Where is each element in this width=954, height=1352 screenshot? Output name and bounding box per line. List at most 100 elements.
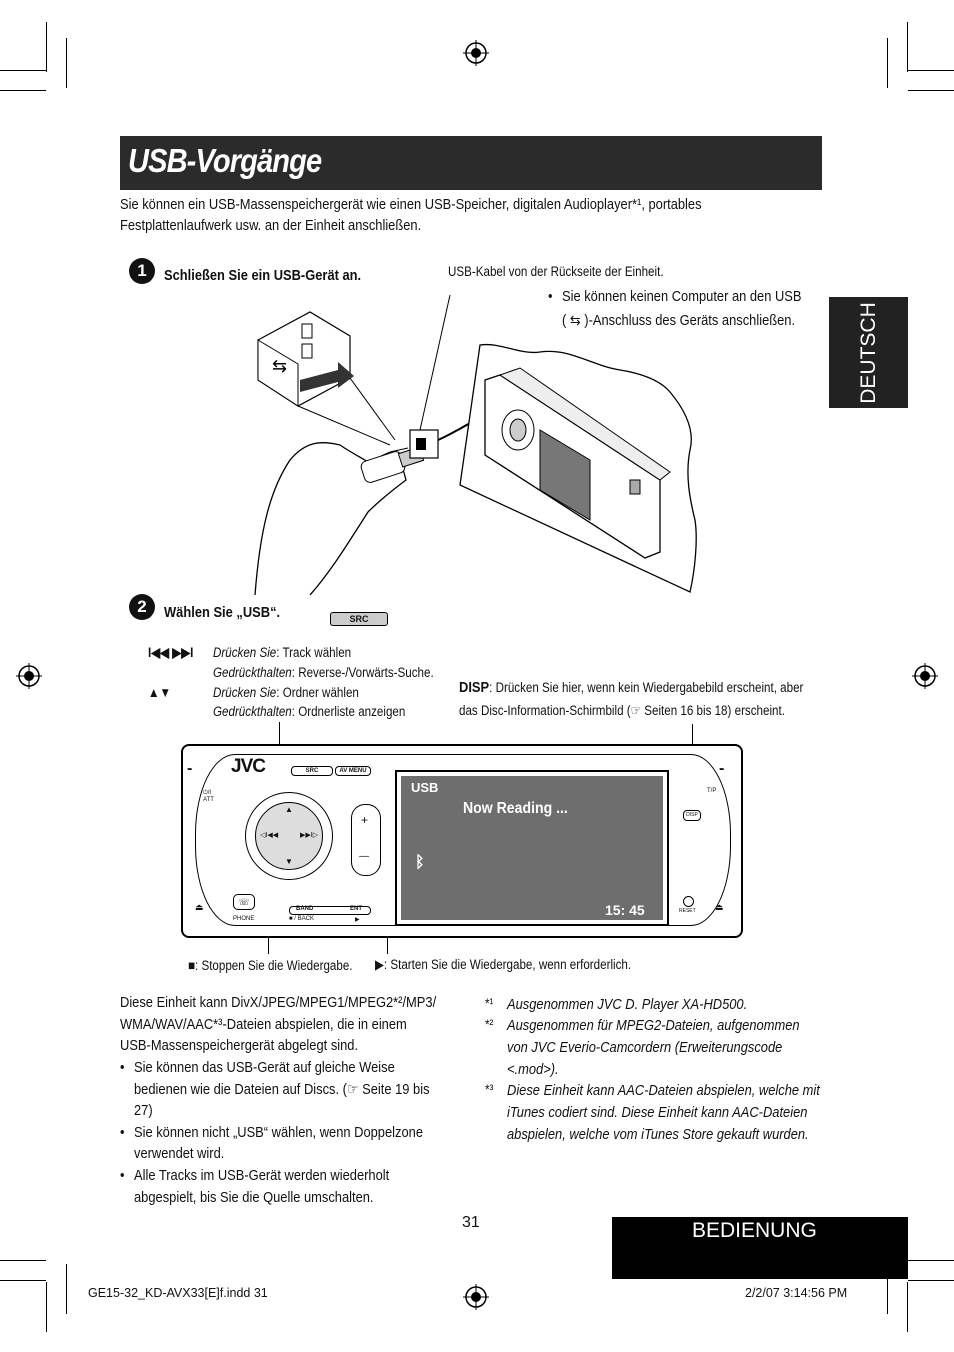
display-screen: USB Now Reading ... ᛒ 15: 45: [401, 776, 663, 920]
down-arrow-icon[interactable]: ▼: [285, 857, 293, 866]
crop-mark: [887, 38, 888, 88]
footnote-text: <.mod>).: [507, 1061, 559, 1078]
page-number: 31: [462, 1214, 480, 1231]
band-ent-button[interactable]: BAND ENT: [289, 906, 371, 915]
footnote-marker: *²: [485, 1017, 494, 1032]
volume-up-button[interactable]: +: [361, 813, 369, 827]
crop-mark: [908, 1280, 954, 1281]
footnote-text: Ausgenommen JVC D. Player XA-HD500.: [507, 996, 748, 1013]
brand-logo: JVC: [231, 756, 266, 777]
bluetooth-icon: ᛒ: [415, 854, 425, 871]
body-bullet-line: abgespielt, bis Sie die Quelle umschalte…: [134, 1189, 374, 1206]
open-button-icon[interactable]: ⏏: [715, 902, 724, 912]
phone-button-icon[interactable]: ☏: [233, 894, 255, 910]
footnote-marker: *³: [485, 1082, 494, 1097]
usb-note-line: ( ⇆ )-Anschluss des Geräts anschließen.: [562, 312, 796, 329]
previous-track-icon[interactable]: ◁I◀◀: [260, 832, 279, 839]
disp-note-text: : Drücken Sie hier, wenn kein Wiedergabe…: [489, 680, 804, 695]
now-reading-text: Now Reading ...: [463, 800, 568, 817]
bullet-dot: •: [120, 1167, 125, 1184]
usb-connection-illustration: ⇆: [254, 294, 697, 595]
band-label: BAND: [296, 906, 314, 912]
folder-press-label: Drücken Sie: [213, 685, 277, 700]
volume-down-button[interactable]: —: [359, 851, 369, 862]
volume-rocker[interactable]: + —: [351, 804, 381, 876]
section-label: BEDIENUNG: [692, 1219, 817, 1242]
av-menu-button[interactable]: AV MENU: [335, 766, 371, 776]
head-unit-faceplate: - - JVC SRC AV MENU ⏻/I ATT ▲ ▼ ◁I◀◀ ▶▶I…: [181, 744, 743, 938]
crop-mark: [887, 1264, 888, 1314]
stop-caption: ■: Stoppen Sie die Wiedergabe.: [188, 958, 353, 973]
disp-button[interactable]: DISP: [683, 810, 701, 821]
folder-press-line: Drücken Sie: Ordner wählen: [213, 683, 359, 703]
track-hold-line: Gedrückthalten: Reverse-/Vorwärts-Suche.: [213, 663, 434, 683]
crop-mark: [908, 90, 954, 91]
reset-button[interactable]: [683, 896, 694, 907]
print-file-info: GE15-32_KD-AVX33[E]f.indd 31: [88, 1286, 268, 1300]
body-bullet-line: Alle Tracks im USB-Gerät werden wiederho…: [134, 1167, 390, 1184]
source-indicator: USB: [411, 780, 439, 795]
body-bullet-line: bedienen wie die Dateien auf Discs. (☞ S…: [134, 1081, 430, 1098]
registration-mark-icon: [912, 663, 938, 689]
reset-label: RESET: [679, 908, 696, 914]
folder-hold-label: Gedrückthalten: [213, 704, 292, 719]
folder-hold-line: Gedrückthalten: Ordnerliste anzeigen: [213, 702, 405, 722]
folder-press-text: : Ordner wählen: [276, 685, 359, 700]
crop-mark: [0, 1260, 46, 1261]
disp-key: DISP: [459, 679, 490, 696]
bullet-dot: •: [548, 288, 553, 305]
next-track-icon[interactable]: ▶▶I▷: [300, 832, 319, 839]
up-arrow-icon[interactable]: ▲: [285, 805, 293, 814]
src-button-illustration: SRC: [330, 612, 388, 626]
intro-line: Festplattenlaufwerk usw. an der Einheit …: [120, 217, 422, 234]
tp-button[interactable]: T/P: [707, 788, 717, 794]
crop-mark: [46, 22, 47, 72]
page-title: USB-Vorgänge: [128, 142, 322, 179]
crop-mark: [908, 1260, 954, 1261]
usb-note-line: Sie können keinen Computer an den USB: [562, 288, 802, 305]
intro-line: Sie können ein USB-Massenspeichergerät w…: [120, 196, 702, 213]
track-press-line: Drücken Sie: Track wählen: [213, 643, 351, 663]
clock-display: 15: 45: [605, 902, 645, 918]
play-caption: ▶: Starten Sie die Wiedergabe, wenn erfo…: [375, 957, 632, 972]
phone-label: PHONE: [233, 916, 255, 922]
disp-note-line: DISP: Drücken Sie hier, wenn kein Wieder…: [459, 678, 803, 698]
body-text-line: USB-Massenspeichergerät abgelegt sind.: [120, 1037, 359, 1054]
track-hold-text: : Reverse-/Vorwärts-Suche.: [291, 665, 434, 680]
src-button[interactable]: SRC: [291, 766, 333, 776]
footnote-marker: *¹: [485, 996, 494, 1011]
print-date-info: 2/2/07 3:14:56 PM: [745, 1286, 848, 1300]
step-number: 2: [129, 594, 155, 620]
control-pad[interactable]: ▲ ▼ ◁I◀◀ ▶▶I▷: [255, 802, 323, 870]
registration-mark-icon: [16, 663, 42, 689]
registration-mark-icon: [463, 1284, 489, 1310]
crop-mark: [0, 90, 46, 91]
step-label: Wählen Sie „USB“.: [164, 604, 281, 621]
step-label: Schließen Sie ein USB-Gerät an.: [164, 267, 362, 284]
footnote-text: Ausgenommen für MPEG2-Dateien, aufgenomm…: [507, 1017, 800, 1034]
body-text-line: Diese Einheit kann DivX/JPEG/MPEG1/MPEG2…: [120, 994, 437, 1011]
language-tab: DEUTSCH: [829, 297, 908, 408]
usb-plug-inset: ⇆: [257, 311, 354, 407]
crop-mark: [66, 38, 67, 88]
crop-mark: [46, 1282, 47, 1332]
track-press-label: Drücken Sie: [213, 645, 277, 660]
track-symbol: I◀◀ ▶▶I: [148, 645, 194, 660]
step-number: 1: [129, 258, 155, 284]
track-hold-label: Gedrückthalten: [213, 665, 292, 680]
power-att-button[interactable]: ⏻/I ATT: [203, 790, 214, 803]
crop-mark: [0, 1280, 46, 1281]
footnote-text: von JVC Everio-Camcordern (Erweiterungsc…: [507, 1039, 783, 1056]
crop-mark: [0, 70, 46, 71]
crop-mark: [908, 70, 954, 71]
crop-mark: [66, 1264, 67, 1314]
body-text-line: WMA/WAV/AAC*³-Dateien abspielen, die in …: [120, 1016, 407, 1033]
bullet-dot: •: [120, 1124, 125, 1141]
bullet-dot: •: [120, 1059, 125, 1076]
display-bezel: USB Now Reading ... ᛒ 15: 45: [395, 770, 669, 926]
crop-mark: [907, 1282, 908, 1332]
crop-mark: [907, 22, 908, 72]
svg-text:⇆: ⇆: [272, 356, 287, 377]
section-tab: BEDIENUNG: [612, 1217, 908, 1279]
eject-button[interactable]: ⏏: [195, 902, 204, 912]
